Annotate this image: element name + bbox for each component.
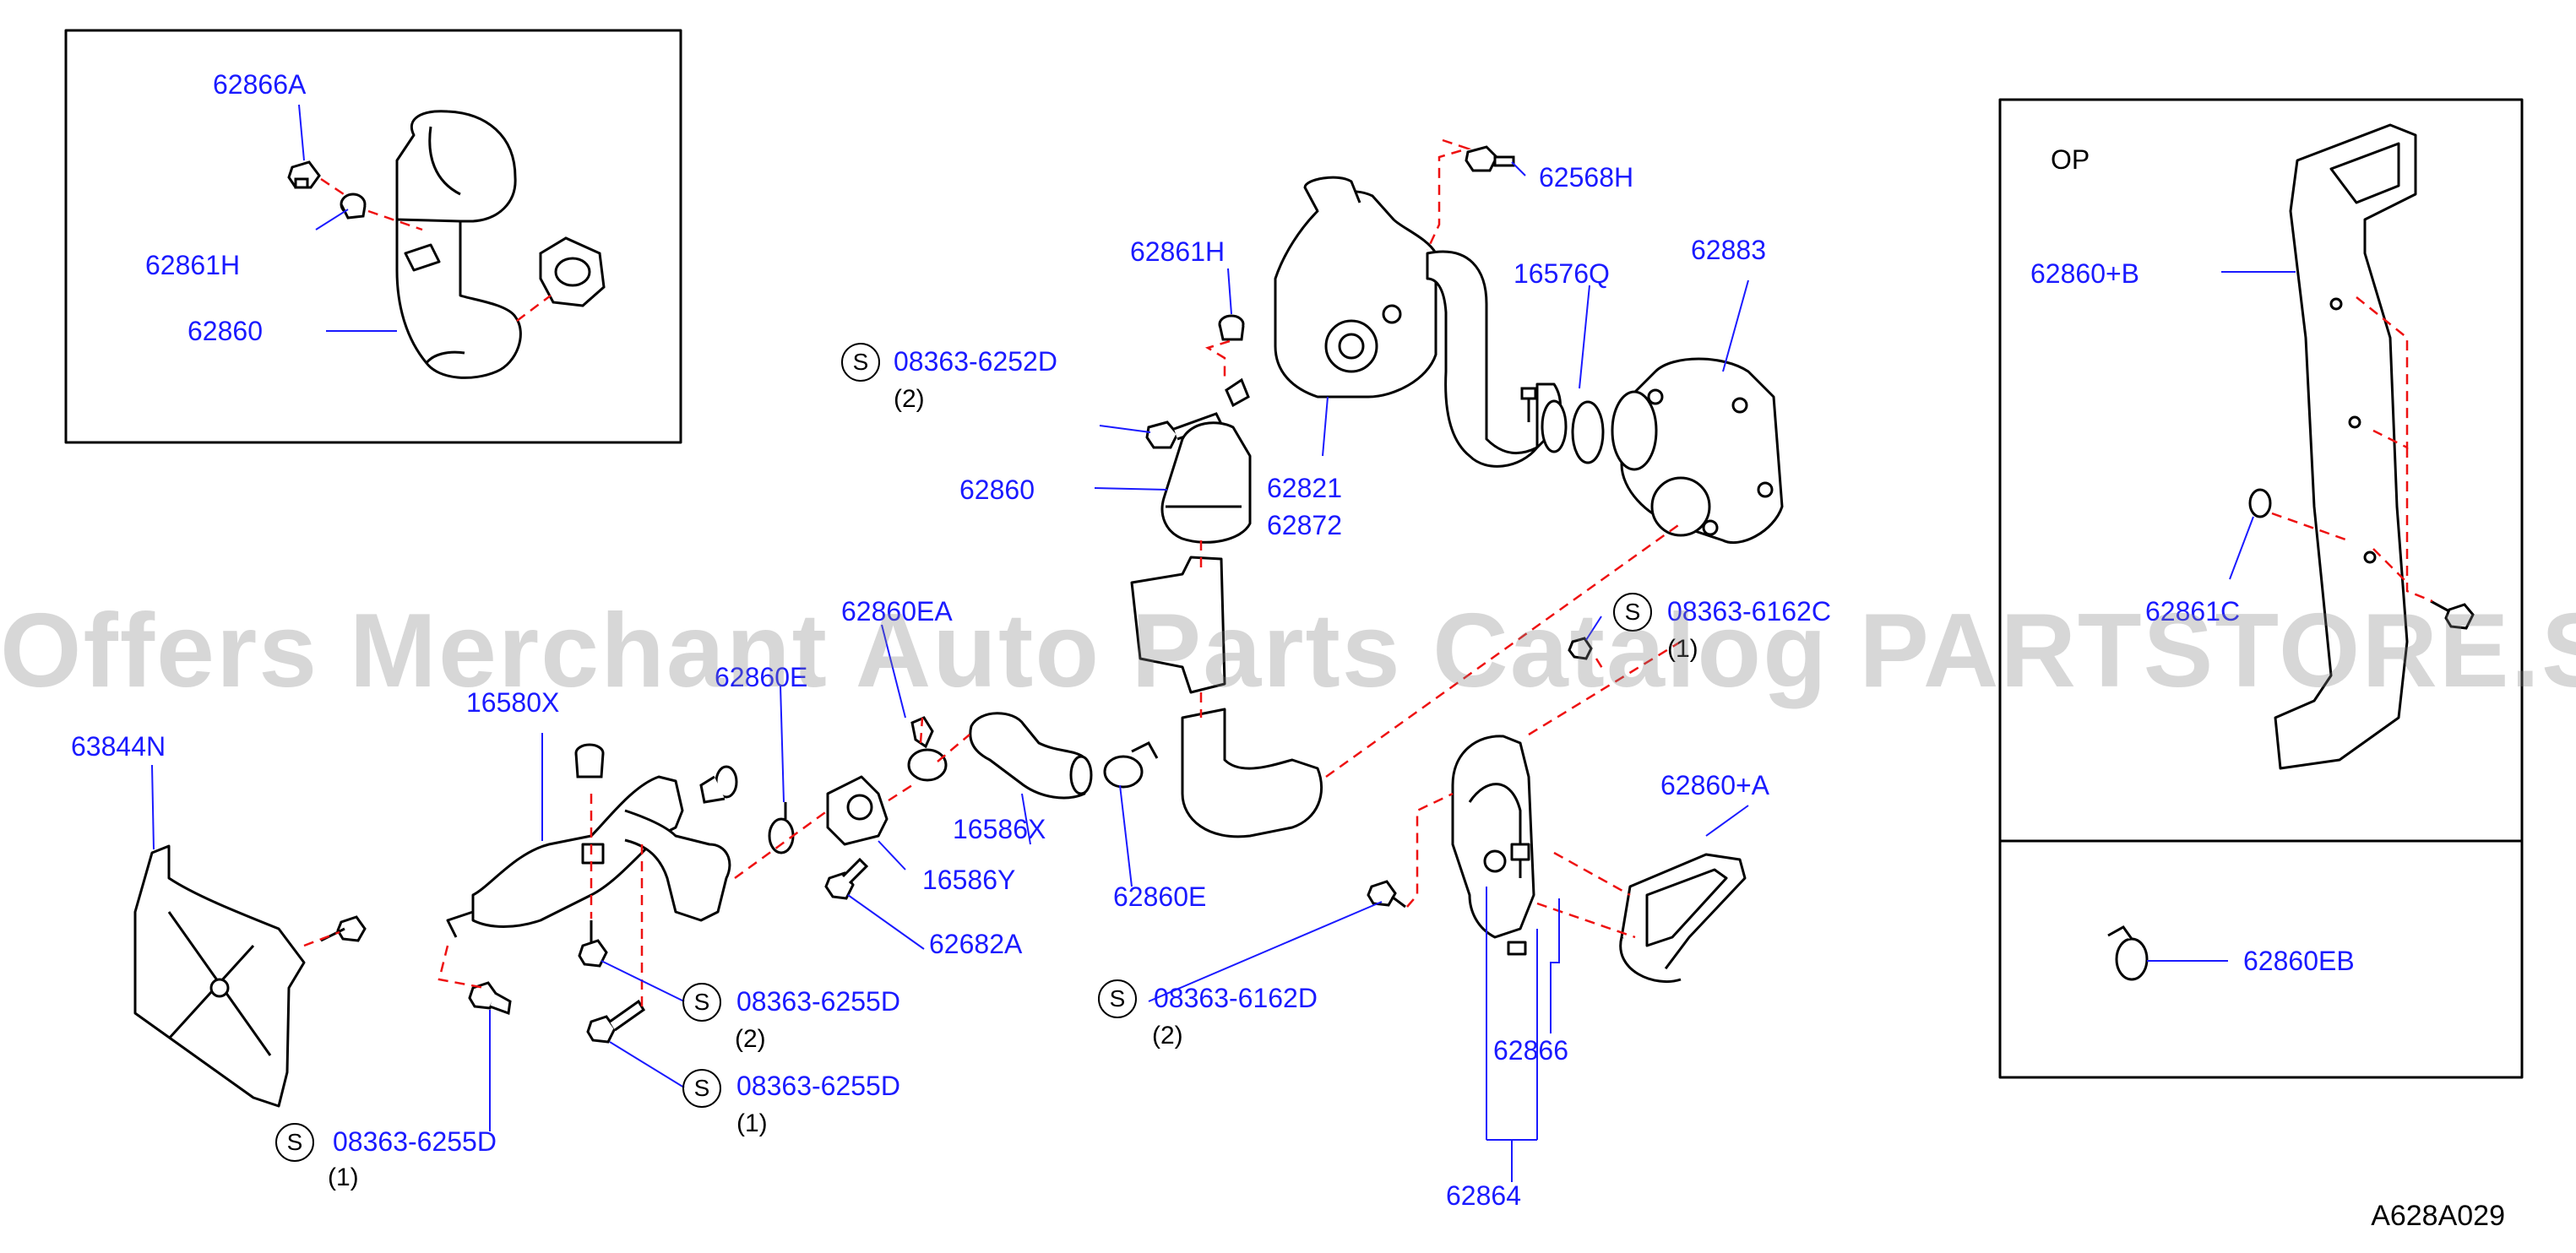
label-16576Q[interactable]: 16576Q xyxy=(1514,258,1610,289)
s-symbol-08363-6255D-c: S xyxy=(275,1123,314,1162)
label-62866A[interactable]: 62866A xyxy=(213,69,307,100)
manifold-16580X[interactable] xyxy=(446,775,731,938)
s-symbol-08363-6162C: S xyxy=(1613,593,1652,632)
heater-hose-16576Q[interactable] xyxy=(1426,250,1568,468)
qty-08363-6252D: (2) xyxy=(894,385,925,413)
label-62861C[interactable]: 62861C xyxy=(2145,596,2241,626)
inset-duct-62860[interactable] xyxy=(395,110,522,379)
clamp-62860E-lower xyxy=(1103,741,1159,789)
bracket-62864[interactable] xyxy=(1451,735,1535,956)
option-box xyxy=(1998,98,2524,1079)
label-62883[interactable]: 62883 xyxy=(1691,235,1766,265)
qty-08363-6162D: (2) xyxy=(1152,1022,1183,1050)
qty-08363-6255D-a: (2) xyxy=(735,1025,766,1053)
inset-box-top-left xyxy=(64,29,682,444)
outlet-62860A[interactable] xyxy=(1619,853,1747,984)
label-62861H-inset[interactable]: 62861H xyxy=(145,250,241,280)
grommet-62861H xyxy=(1218,314,1245,341)
s-symbol-08363-6162D: S xyxy=(1098,979,1137,1018)
clamp-62860EB xyxy=(2107,925,2149,981)
option-label: OP xyxy=(2051,144,2090,175)
label-62866[interactable]: 62866 xyxy=(1493,1035,1568,1066)
grommet-62861C xyxy=(2248,488,2272,518)
label-08363-6255D-b[interactable]: 08363-6255D xyxy=(736,1071,900,1101)
label-62860B[interactable]: 62860+B xyxy=(2030,258,2140,289)
label-62860-inset[interactable]: 62860 xyxy=(187,316,263,346)
label-16586Y[interactable]: 16586Y xyxy=(922,865,1016,895)
qty-08363-6255D-c: (1) xyxy=(328,1164,359,1191)
duct-62860B[interactable] xyxy=(2274,123,2417,770)
label-16586X[interactable]: 16586X xyxy=(953,814,1046,844)
inset-flange xyxy=(539,236,606,307)
label-08363-6252D[interactable]: 08363-6252D xyxy=(894,346,1057,377)
label-62860A[interactable]: 62860+A xyxy=(1660,770,1770,800)
label-62860EA[interactable]: 62860EA xyxy=(841,596,953,626)
diagram-code: A628A029 xyxy=(2371,1200,2505,1232)
label-62860EB[interactable]: 62860EB xyxy=(2243,946,2355,976)
hose-16586X[interactable] xyxy=(969,712,1093,800)
label-08363-6162D[interactable]: 08363-6162D xyxy=(1154,983,1318,1013)
s-symbol-08363-6252D: S xyxy=(841,343,880,382)
qty-08363-6162C: (1) xyxy=(1667,635,1698,663)
label-63844N[interactable]: 63844N xyxy=(71,731,166,762)
label-08363-6162C[interactable]: 08363-6162C xyxy=(1667,596,1831,626)
valve-16586Y[interactable] xyxy=(768,775,889,854)
grommets-manifold xyxy=(574,743,738,804)
bolt-08363-6255D-c xyxy=(468,981,512,1016)
bolt-08363-6255D-b xyxy=(586,999,646,1044)
bolt-08363-6162C xyxy=(1568,637,1593,660)
label-62861H[interactable]: 62861H xyxy=(1130,236,1226,267)
label-62872[interactable]: 62872 xyxy=(1267,510,1342,540)
label-62682A[interactable]: 62682A xyxy=(929,929,1023,959)
shield-63844N[interactable] xyxy=(133,844,306,1108)
flange-62883[interactable] xyxy=(1611,357,1784,545)
label-62821[interactable]: 62821 xyxy=(1267,473,1342,503)
label-62860E-upper[interactable]: 62860E xyxy=(715,662,808,692)
qty-08363-6255D-b: (1) xyxy=(736,1109,768,1137)
bolt-62568H xyxy=(1465,145,1515,172)
label-08363-6255D-a[interactable]: 08363-6255D xyxy=(736,986,900,1017)
duct-62860[interactable] xyxy=(1160,421,1252,544)
label-08363-6255D-c[interactable]: 08363-6255D xyxy=(333,1126,497,1157)
inset-clip-62866A xyxy=(287,160,321,189)
bolt-62682A xyxy=(824,857,869,900)
clamp-62860EA xyxy=(907,716,948,782)
s-symbol-08363-6255D-b: S xyxy=(682,1069,721,1108)
bolt-08363-6162D xyxy=(1367,880,1406,909)
hose-clamp-upper xyxy=(1520,387,1605,464)
heater-unit-62821[interactable] xyxy=(1274,176,1437,399)
screw-op xyxy=(2430,599,2475,630)
inset-grommet-62861H xyxy=(340,193,367,220)
bolt-08363-6255D-a xyxy=(578,920,608,968)
label-62860E[interactable]: 62860E xyxy=(1113,881,1207,912)
label-16580X[interactable]: 16580X xyxy=(466,687,560,718)
s-symbol-08363-6255D-a: S xyxy=(682,983,721,1022)
label-62568H[interactable]: 62568H xyxy=(1539,162,1634,193)
duct-62860E[interactable] xyxy=(1130,556,1323,838)
label-62864[interactable]: 62864 xyxy=(1446,1180,1521,1211)
label-62860[interactable]: 62860 xyxy=(959,475,1035,505)
